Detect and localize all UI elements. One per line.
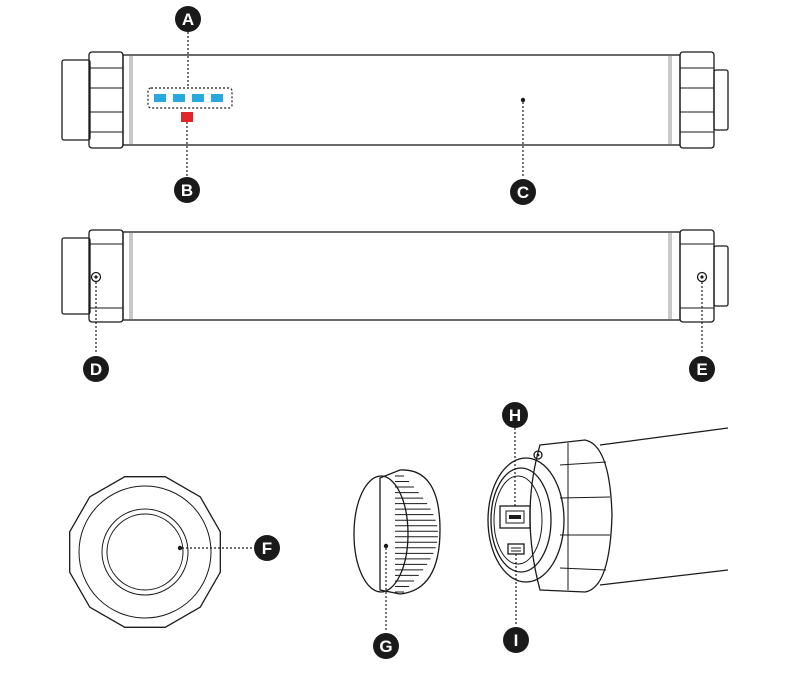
led-group-outline xyxy=(147,87,233,109)
callout-g-label: G xyxy=(379,637,392,656)
open-end-assembly xyxy=(487,427,729,593)
callout-h: H xyxy=(502,402,528,506)
callout-c: C xyxy=(510,102,536,205)
top-screw-icon xyxy=(533,450,543,460)
left-nut xyxy=(88,51,124,149)
tube-body xyxy=(122,54,681,146)
cap-knurl-body xyxy=(379,469,441,595)
callout-d-label: D xyxy=(90,360,102,379)
open-end-thread xyxy=(490,467,552,573)
right-band xyxy=(668,56,672,144)
callout-f: F xyxy=(182,535,280,561)
end-view xyxy=(69,476,221,628)
blue-led xyxy=(154,94,166,102)
left-band xyxy=(129,56,133,144)
right-nut xyxy=(679,51,715,149)
left-band-2 xyxy=(129,233,133,319)
callout-b: B xyxy=(174,122,200,203)
end-view-inner-ring xyxy=(101,508,189,596)
left-end-cap xyxy=(61,59,91,141)
cap-dot xyxy=(383,543,389,549)
callout-b-label: B xyxy=(181,181,193,200)
tube-side-view xyxy=(61,229,729,323)
blue-led-group xyxy=(154,94,223,102)
red-indicator-led xyxy=(181,112,193,122)
callout-i: I xyxy=(503,554,529,653)
lens-dot xyxy=(177,545,183,551)
tube-body-2 xyxy=(122,231,681,321)
end-view-ring xyxy=(78,485,212,619)
right-end-cap-2 xyxy=(713,245,729,307)
cap-knurl-ridges xyxy=(395,475,438,593)
end-view-nut xyxy=(69,476,221,628)
right-band-2 xyxy=(668,233,672,319)
cap-face xyxy=(353,475,409,593)
callout-d: D xyxy=(83,282,109,382)
callout-f-label: F xyxy=(262,539,272,558)
callout-i-label: I xyxy=(514,631,519,650)
right-end-cap xyxy=(713,69,729,131)
callout-a-label: A xyxy=(182,10,194,29)
callout-e: E xyxy=(689,282,715,382)
open-end-outer-rim xyxy=(487,457,565,583)
usb-port-icon xyxy=(499,505,531,529)
body-dot-c xyxy=(520,97,526,103)
protective-cap xyxy=(353,469,441,595)
open-end-inner xyxy=(493,475,543,565)
callout-h-label: H xyxy=(509,406,521,425)
tube-top-view xyxy=(61,51,729,149)
dc-connector-icon xyxy=(507,543,525,555)
left-nut-2 xyxy=(88,229,124,323)
callout-e-label: E xyxy=(696,360,707,379)
left-screw-icon xyxy=(90,271,102,283)
blue-led xyxy=(173,94,185,102)
blue-led xyxy=(192,94,204,102)
left-end-cap-2 xyxy=(61,237,91,315)
blue-led xyxy=(211,94,223,102)
callout-c-label: C xyxy=(517,183,529,202)
end-view-lens xyxy=(106,513,184,591)
right-screw-icon xyxy=(696,271,708,283)
callout-g: G xyxy=(373,548,399,659)
callout-a: A xyxy=(175,6,201,88)
